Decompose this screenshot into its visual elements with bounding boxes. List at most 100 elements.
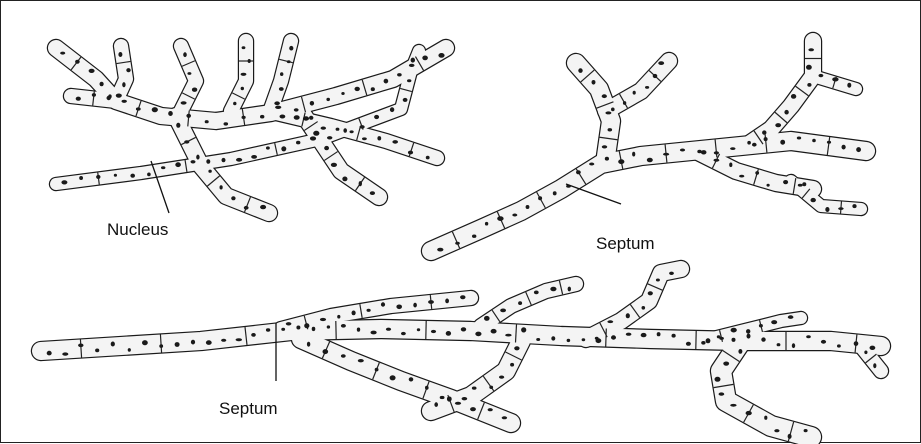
nucleus-dot	[296, 326, 300, 330]
nucleus-dot	[767, 184, 770, 187]
nucleus-dot	[341, 354, 346, 357]
nucleus-dot	[460, 295, 465, 299]
nucleus-dot	[47, 351, 52, 356]
nucleus-dot	[806, 335, 811, 338]
nucleus-dot	[397, 73, 402, 76]
nucleus-dot	[274, 101, 280, 105]
nucleus-dot	[838, 207, 843, 210]
nucleus-dot	[111, 342, 115, 347]
nucleus-dot	[152, 107, 158, 112]
nucleus-dot	[788, 434, 792, 439]
nucleus-dot	[446, 331, 451, 336]
nucleus-dot	[327, 325, 330, 328]
nucleus-dot	[367, 309, 371, 312]
hypha-body	[746, 41, 813, 146]
nucleus-dot	[512, 214, 517, 217]
nucleus-dot	[491, 329, 497, 334]
nucleus-dot	[607, 320, 613, 323]
nucleus-dot	[489, 386, 493, 389]
nucleus-dot	[79, 176, 83, 180]
nucleus-dot	[122, 100, 127, 103]
nucleus-dot	[797, 137, 801, 140]
nucleus-dot	[440, 396, 445, 399]
nucleus-dot	[289, 46, 293, 51]
nucleus-dot	[623, 101, 626, 105]
nucleus-dot	[706, 338, 711, 343]
nucleus-dot	[732, 338, 736, 342]
nucleus-dot	[656, 279, 660, 282]
nucleus-dot	[645, 86, 649, 89]
nucleus-dot	[605, 111, 611, 114]
nucleus-dot	[186, 114, 191, 118]
nucleus-dot	[738, 349, 742, 354]
nucleus-dot	[310, 136, 316, 140]
nucleus-dot	[136, 107, 141, 110]
nucleus-dot	[241, 87, 244, 90]
nucleus-dot	[304, 323, 309, 328]
nucleus-dot	[438, 53, 444, 58]
nucleus-dot	[78, 344, 83, 348]
nucleus-dot	[812, 139, 816, 143]
nucleus-dot	[592, 80, 596, 85]
nucleus-dot	[417, 328, 420, 331]
nucleus-dot	[375, 368, 379, 372]
nucleus-dot	[550, 287, 556, 292]
nucleus-dot	[175, 162, 181, 167]
nucleus-dot	[181, 101, 187, 104]
nucleus-dot	[281, 146, 286, 151]
nucleus-dot	[287, 60, 291, 63]
nucleus-dot	[357, 328, 360, 332]
nucleus-dot	[780, 140, 785, 145]
nucleus-dot	[280, 115, 286, 119]
nucleus-dot	[746, 411, 752, 415]
nucleus-dot	[191, 340, 195, 345]
nucleus-dot	[729, 163, 732, 168]
nucleus-dot	[321, 127, 326, 130]
nucleus-dot	[206, 159, 210, 164]
nucleus-dot	[774, 429, 779, 432]
nucleus-dot	[126, 68, 130, 72]
nucleus-dot	[434, 402, 438, 407]
nucleus-dot	[808, 48, 814, 51]
nucleus-dot	[804, 429, 808, 432]
nucleus-dot	[401, 332, 406, 335]
nucleus-dot	[821, 340, 826, 344]
nucleus-dot	[582, 338, 586, 341]
nucleus-dot	[307, 342, 310, 347]
nucleus-dot	[281, 328, 285, 331]
nucleus-dot	[657, 332, 661, 336]
septum-line	[606, 329, 607, 347]
nucleus-dot	[61, 180, 67, 184]
nucleus-dot	[390, 107, 394, 112]
nucleus-dot	[392, 140, 398, 144]
nucleus-dot	[842, 145, 846, 150]
nucleus-dot	[462, 397, 468, 400]
nucleus-dot	[731, 328, 737, 333]
nucleus-dot	[856, 147, 861, 152]
nucleus-dot	[184, 140, 189, 143]
nucleus-dot	[168, 111, 173, 116]
nucleus-dot	[431, 330, 436, 333]
nucleus-dot	[294, 115, 300, 120]
nucleus-dot	[355, 87, 360, 91]
nucleus-dot	[303, 116, 309, 120]
nucleus-dot	[294, 108, 299, 111]
nucleus-dot	[220, 185, 223, 189]
nucleus-dot	[327, 136, 332, 139]
nucleus-dot	[589, 163, 594, 166]
nucleus-dot	[396, 305, 402, 310]
nucleus-dot	[233, 102, 236, 106]
nucleus-dot	[825, 207, 829, 212]
nucleus-dot	[390, 375, 396, 380]
nucleus-dot	[331, 163, 337, 167]
nucleus-dot	[309, 116, 313, 120]
nucleus-dot	[551, 336, 555, 340]
nucleus-dot	[336, 128, 340, 131]
nucleus-dot	[374, 115, 379, 119]
nucleus-dot	[370, 191, 375, 195]
nucleus-dot	[602, 145, 607, 148]
nucleus-dot	[251, 155, 257, 159]
nucleus-dot	[854, 341, 859, 346]
nucleus-dot	[641, 333, 647, 337]
nucleus-dot	[870, 346, 876, 350]
